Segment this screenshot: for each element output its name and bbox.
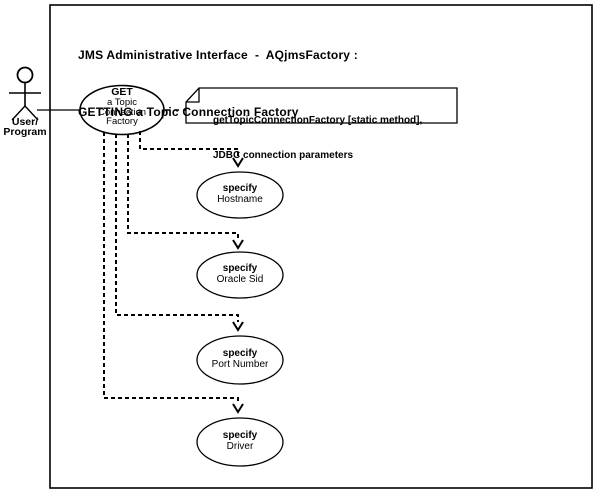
usecase-target: Port Number [211,359,269,370]
dependency-line-oracle-sid [127,134,239,240]
main-usecase-label: GET a Topic Connection Factory [80,87,164,127]
usecase-label-driver: specify Driver [197,430,283,452]
note-shape [185,87,458,124]
dependency-line-driver [103,132,239,404]
actor-label: User/ Program [0,116,50,138]
diagram-title-line2: GETTING a Topic Connection Factory [78,105,299,119]
usecase-label-port-number: specify Port Number [197,348,283,370]
actor-head [16,66,34,84]
dependency-line-port-number [115,134,239,322]
actor-label-line1: User/ [11,116,39,128]
usecase-target: Driver [226,441,254,452]
note-line2: JDBC connection parameters [213,149,354,161]
note-outline [185,87,458,124]
arrowhead-oracle-sid-icon [232,239,244,250]
system-boundary-frame [49,4,593,489]
usecase-ellipse-hostname [196,171,284,219]
usecase-target: Hostname [217,194,263,205]
usecase-ellipse-oracle-sid [196,251,284,299]
main-usecase-line3: Factory [106,116,138,127]
main-usecase-ellipse [79,84,165,136]
diagram-title: JMS Administrative Interface - AQjmsFact… [78,8,358,160]
main-usecase-line2: Connection [97,106,147,118]
usecase-action: specify [222,183,258,194]
usecase-label-hostname: specify Hostname [197,183,283,205]
usecase-label-oracle-sid: specify Oracle Sid [197,263,283,285]
note-line1: getTopicConnectionFactory [static method… [213,115,423,126]
usecase-ellipse-driver [196,417,284,467]
arrowhead-hostname-icon [232,157,244,168]
arrowhead-port-number-icon [232,321,244,332]
main-usecase-title: GET [111,86,133,98]
arrowhead-driver-icon [232,403,244,414]
note-fold-icon [186,88,200,103]
main-usecase-line1: a Topic [107,97,137,108]
actor-leg-left [11,105,26,121]
usecase-ellipse-port-number [196,335,284,385]
usecase-action: specify [222,430,258,441]
actor-leg-right [24,105,39,121]
dependency-lines [103,131,239,404]
dependency-line-hostname [139,131,239,157]
usecase-target: Oracle Sid [216,274,264,285]
note-label: getTopicConnectionFactory [static method… [213,92,455,184]
actor-label-line2: Program [3,126,47,138]
actor-figure-icon [9,66,41,121]
dependency-arrowheads [232,157,244,414]
usecase-action: specify [222,348,258,359]
diagram-title-line1: JMS Administrative Interface - AQjmsFact… [78,48,358,62]
usecase-action: specify [222,263,258,274]
